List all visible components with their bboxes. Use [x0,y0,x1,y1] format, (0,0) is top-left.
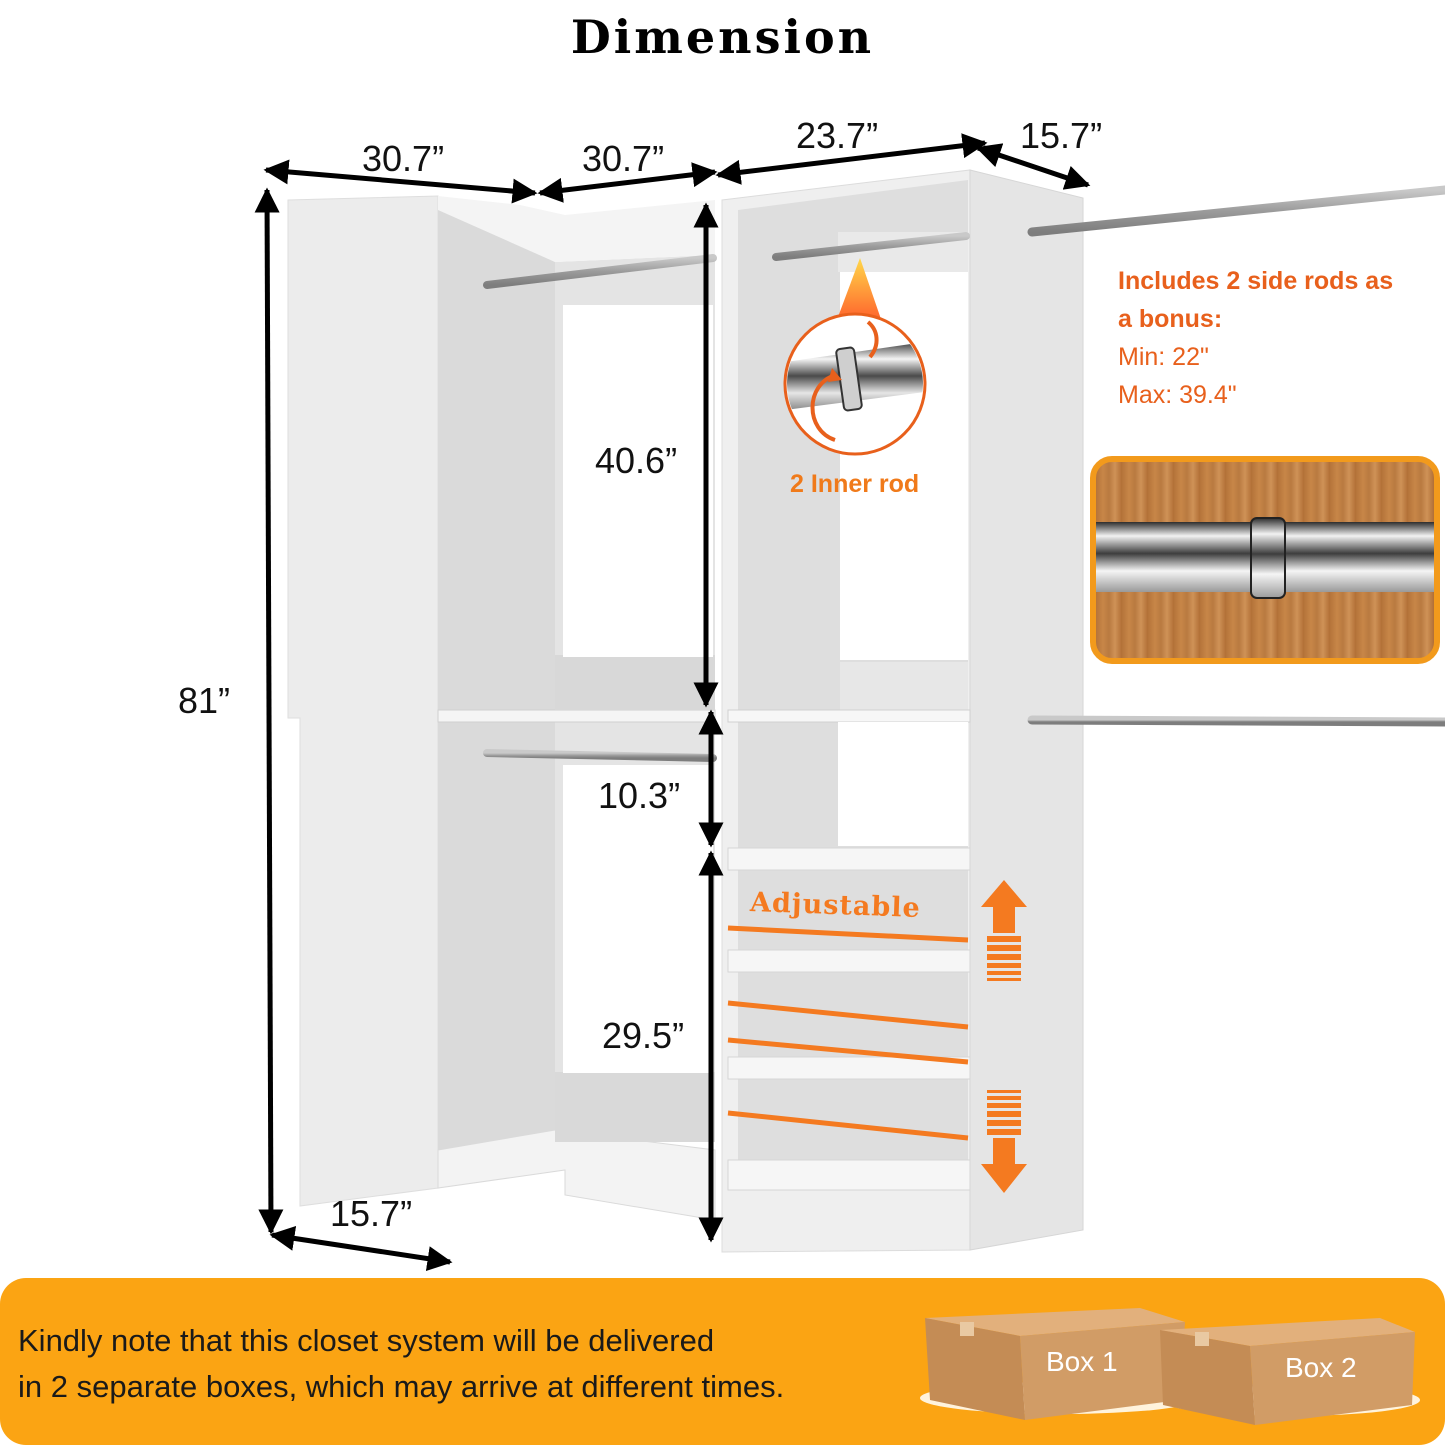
box-2-label: Box 2 [1285,1352,1357,1383]
dim-top-right-width: 23.7” [796,115,879,156]
delivery-note-line1: Kindly note that this closet system will… [18,1323,715,1358]
inner-rod-magnifier [783,258,927,456]
dim-top-left-width: 30.7” [362,138,445,179]
up-arrow-icon [981,880,1027,981]
dim-lower-section-height: 29.5” [602,1015,685,1056]
dim-bottom-depth: 15.7” [330,1193,413,1234]
inner-rod-label: 2 Inner rod [790,470,920,498]
telescoping-rod-icon [1096,517,1434,599]
hanging-rod-upper [483,254,717,289]
side-rod-upper [1027,185,1445,237]
bonus-max: Max: 39.4" [1118,381,1237,409]
hanging-rod-lower [483,749,717,762]
bonus-heading-line2: a bonus: [1118,305,1223,333]
delivery-note-line2: in 2 separate boxes, which may arrive at… [18,1369,785,1404]
bonus-note: Includes 2 side rods as a bonus: Min: 22… [1118,262,1393,414]
down-arrow-icon [981,1090,1027,1193]
page-title: Dimension [570,10,875,64]
bonus-min: Min: 22" [1118,343,1209,371]
delivery-note: Kindly note that this closet system will… [18,1318,784,1410]
hanging-rod-tower [772,232,970,261]
adjustable-label: Adjustable [749,887,922,924]
dim-top-right-depth: 15.7” [1020,115,1103,156]
side-rod-closeup [1090,456,1440,664]
dim-total-height: 81” [178,680,231,721]
dimension-arrows [254,133,1091,1271]
bonus-heading-line1: Includes 2 side rods as [1118,267,1394,295]
corner-unit [287,195,717,1221]
adjustable-indicators [727,880,1027,1193]
box-1-label: Box 1 [1046,1346,1118,1377]
dim-middle-section-height: 10.3” [598,775,681,816]
dim-top-middle-width: 30.7” [582,138,665,179]
side-rod-lower [1027,715,1445,727]
tower-unit [721,169,1445,1253]
dim-upper-section-height: 40.6” [595,440,678,481]
